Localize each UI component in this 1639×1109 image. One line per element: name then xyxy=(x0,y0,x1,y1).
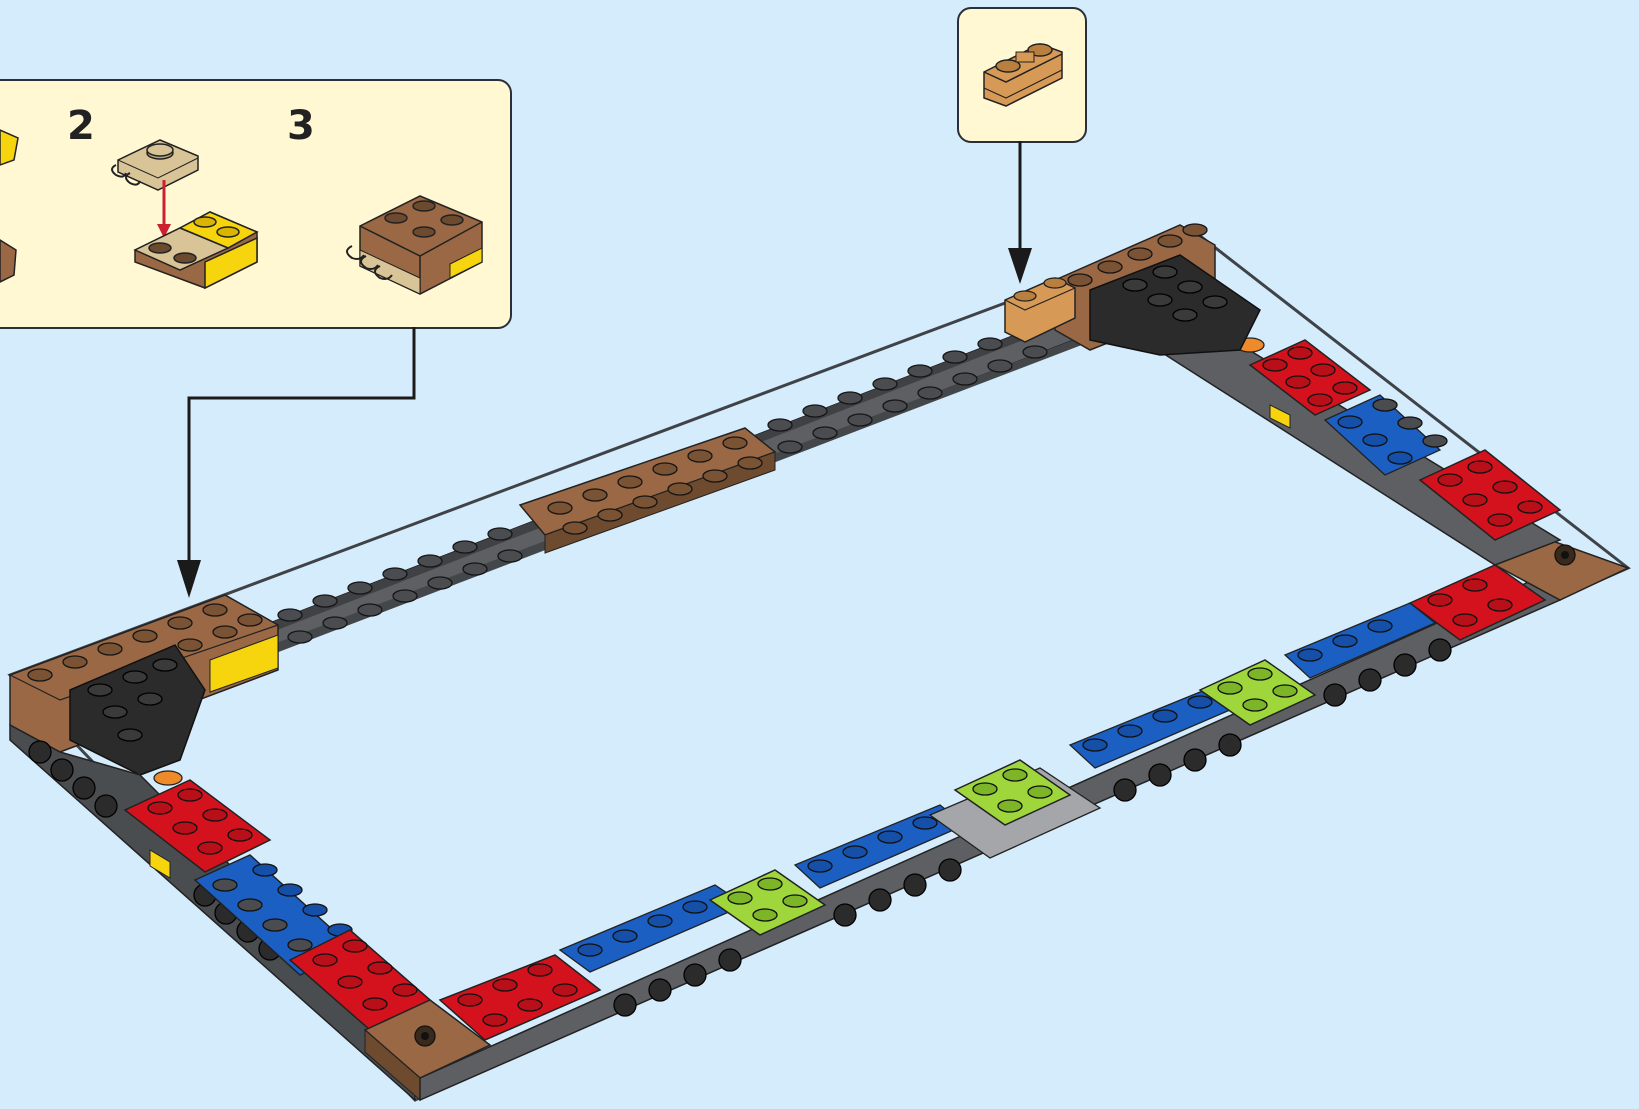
substep-3-illustration xyxy=(347,196,482,294)
substep-2-illustration xyxy=(112,140,257,288)
down-arrow-icon xyxy=(177,560,201,598)
front-rail xyxy=(420,565,1560,1100)
nougat-part-illustration xyxy=(984,44,1062,106)
down-arrow-icon xyxy=(1008,248,1032,284)
substep-1-partial-pieces xyxy=(0,130,18,282)
back-brown-plate xyxy=(520,428,775,553)
